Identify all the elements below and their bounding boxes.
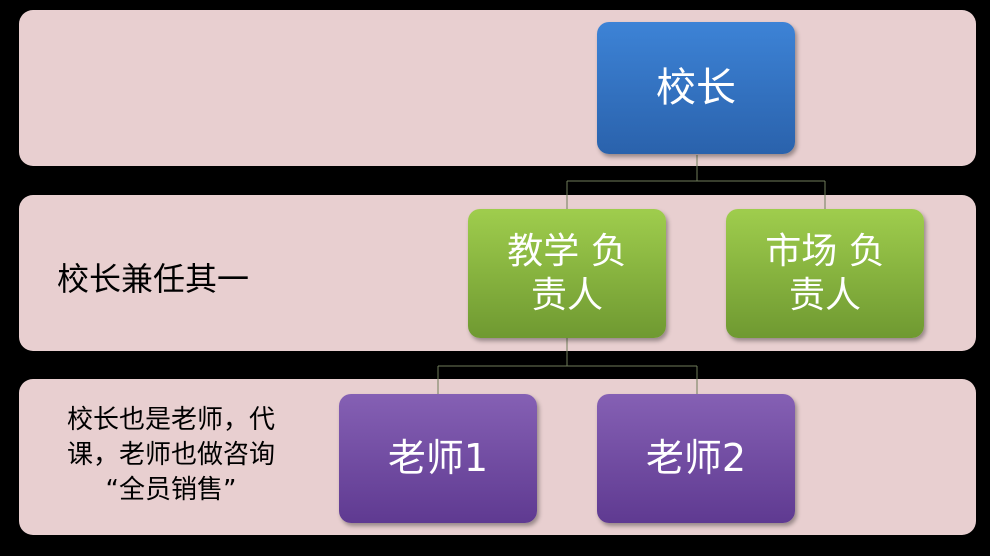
marketing-lead-node: 市场 负 责人 (726, 209, 924, 338)
teacher-1-node: 老师1 (339, 394, 537, 523)
level-band-1 (19, 10, 976, 166)
teacher-2-node: 老师2 (597, 394, 795, 523)
principal-node: 校长 (597, 22, 795, 154)
teaching-lead-node: 教学 负 责人 (468, 209, 666, 338)
band-2-label: 校长兼任其一 (57, 260, 250, 298)
band-3-label: 校长也是老师，代 课，老师也做咨询 “全员销售” (66, 405, 275, 505)
